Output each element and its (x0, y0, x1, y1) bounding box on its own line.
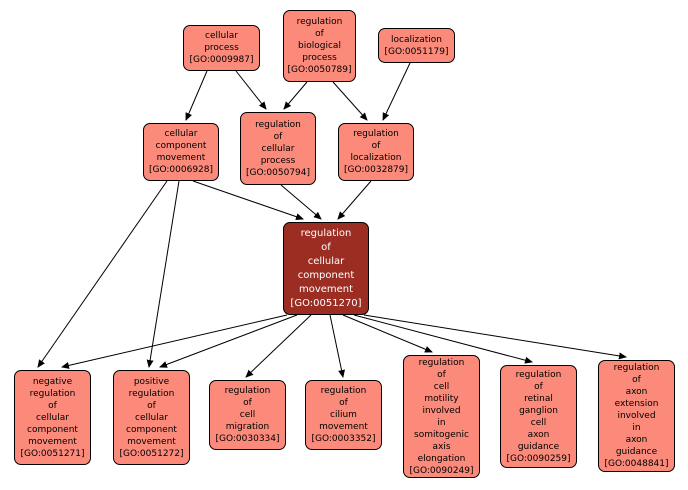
node-label: negative regulation of cellular componen… (20, 376, 85, 459)
edge-regulation-of-biological-process-to-regulation-of-cellular-process (283, 81, 308, 110)
edge-regulation-of-localization-to-regulation-of-cellular-component-movement (337, 180, 372, 220)
node-label: regulation of cell motility involved in … (409, 357, 474, 476)
node-label: cellular component movement [GO:0006928] (148, 129, 214, 175)
edge-regulation-ccm-to-positive-regulation (159, 314, 298, 368)
edge-regulation-ccm-to-regulation-of-axon-extension (363, 314, 627, 360)
node-label: regulation of localization [GO:0032879] (343, 129, 409, 175)
edge-cellular-component-movement-to-positive-regulation (146, 180, 180, 368)
edge-regulation-ccm-to-negative-regulation (61, 314, 288, 369)
go-node-regulation-of-retinal-ganglion-cell-axon-guidance[interactable]: regulation of retinal ganglion cell axon… (500, 365, 577, 468)
node-label: regulation of cell migration [GO:0030334… (215, 386, 280, 444)
node-label: regulation of axon extension involved in… (604, 363, 669, 469)
node-label: localization [GO:0051179] (384, 34, 449, 57)
go-node-cellular-component-movement[interactable]: cellular component movement [GO:0006928] (143, 123, 219, 181)
go-node-regulation-of-cilium-movement[interactable]: regulation of cilium movement [GO:000335… (305, 380, 382, 450)
node-label: regulation of cellular component movemen… (290, 227, 362, 309)
node-label: regulation of cellular process [GO:00507… (245, 119, 311, 178)
go-node-regulation-of-cellular-component-movement[interactable]: regulation of cellular component movemen… (283, 222, 369, 315)
go-node-negative-regulation-of-cellular-component-movement[interactable]: negative regulation of cellular componen… (14, 370, 91, 465)
go-node-localization[interactable]: localization [GO:0051179] (378, 28, 455, 63)
go-node-regulation-of-cell-motility-somitogenic-axis-elongation[interactable]: regulation of cell motility involved in … (403, 355, 480, 478)
edge-regulation-ccm-to-regulation-of-cell-motility-somitogenic (342, 314, 433, 353)
go-node-regulation-of-biological-process[interactable]: regulation of biological process [GO:005… (283, 10, 356, 82)
node-label: cellular process [GO:0009987] (189, 31, 254, 65)
go-node-cellular-process[interactable]: cellular process [GO:0009987] (183, 25, 260, 71)
go-node-regulation-of-localization[interactable]: regulation of localization [GO:0032879] (338, 123, 414, 181)
edge-regulation-of-biological-process-to-regulation-of-localization (332, 81, 368, 121)
edge-cellular-process-to-cellular-component-movement (185, 70, 208, 121)
edge-cellular-process-to-regulation-of-cellular-process (235, 70, 267, 110)
go-node-regulation-of-cellular-process[interactable]: regulation of cellular process [GO:00507… (240, 112, 316, 185)
edge-regulation-of-cellular-process-to-regulation-of-cellular-component-movement (280, 184, 322, 220)
edge-cellular-component-movement-to-regulation-of-cellular-component-movement (192, 180, 304, 221)
node-label: regulation of cilium movement [GO:000335… (311, 386, 376, 444)
go-node-regulation-of-cell-migration[interactable]: regulation of cell migration [GO:0030334… (209, 380, 286, 450)
go-node-regulation-of-axon-extension-involved-in-axon-guidance[interactable]: regulation of axon extension involved in… (598, 360, 675, 472)
edge-regulation-ccm-to-regulation-of-cilium-movement (329, 314, 345, 378)
edge-localization-to-regulation-of-localization (382, 62, 411, 121)
edge-regulation-ccm-to-regulation-of-cell-migration (245, 314, 312, 378)
go-node-positive-regulation-of-cellular-component-movement[interactable]: positive regulation of cellular componen… (113, 370, 190, 465)
node-label: positive regulation of cellular componen… (119, 376, 184, 459)
edge-cellular-component-movement-to-negative-regulation (37, 180, 168, 368)
node-label: regulation of retinal ganglion cell axon… (506, 369, 571, 464)
node-label: regulation of biological process [GO:005… (287, 17, 352, 75)
